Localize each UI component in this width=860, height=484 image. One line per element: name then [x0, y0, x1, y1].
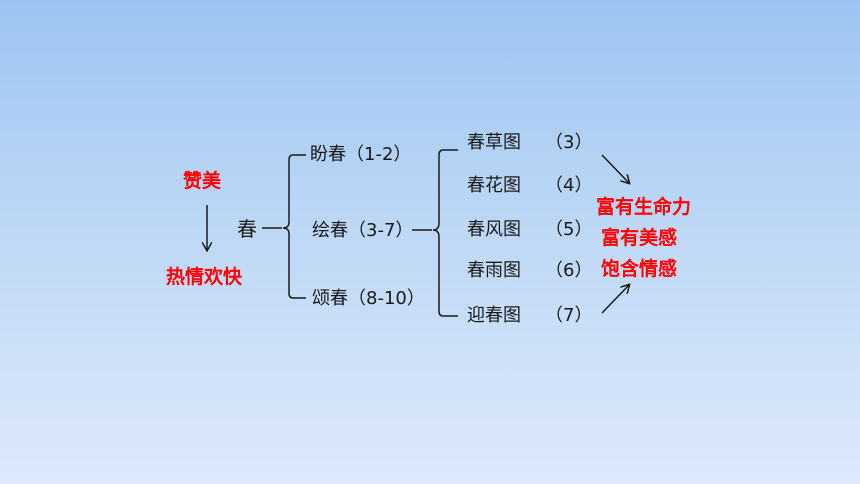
summary-3: 饱含情感	[601, 258, 678, 280]
branch-range: （8-10）	[348, 288, 425, 309]
picture-1-num: （3）	[545, 132, 593, 153]
arrow-down-right	[601, 154, 629, 183]
branch-label: 颂春	[312, 288, 348, 309]
picture-1: 春草图	[467, 132, 521, 153]
picture-5-num: （7）	[545, 305, 593, 326]
picture-5: 迎春图	[467, 305, 521, 326]
picture-3-num: （5）	[545, 219, 593, 240]
picture-4-num: （6）	[545, 260, 593, 281]
summary-2: 富有美感	[601, 227, 678, 249]
brace-root	[262, 154, 306, 299]
root-node: 春	[237, 217, 257, 241]
branch-range: （1-2）	[346, 144, 412, 165]
branch-label: 绘春	[312, 220, 348, 241]
summary-1: 富有生命力	[596, 196, 692, 218]
branch-1: 盼春（1-2）	[310, 146, 411, 164]
praise-label: 赞美	[183, 170, 222, 192]
mood-label: 热情欢快	[166, 266, 243, 288]
arrow-up-right	[601, 285, 629, 314]
branch-3: 颂春（8-10）	[312, 290, 425, 308]
branch-2: 绘春（3-7）	[312, 222, 413, 240]
picture-4: 春雨图	[467, 260, 521, 281]
branch-label: 盼春	[310, 144, 346, 165]
picture-2: 春花图	[467, 175, 521, 196]
brace-pictures	[412, 149, 458, 317]
picture-2-num: （4）	[545, 175, 593, 196]
branch-range: （3-7）	[348, 220, 414, 241]
picture-3: 春风图	[467, 219, 521, 240]
